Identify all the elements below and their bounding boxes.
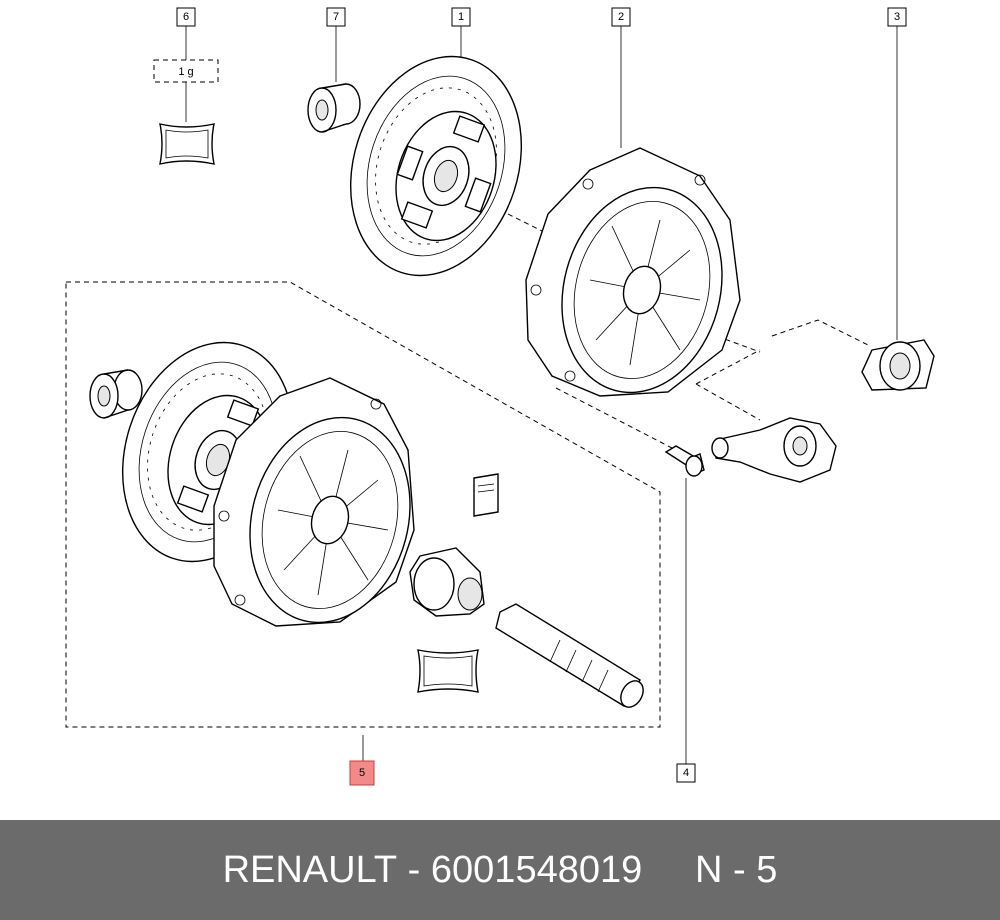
grease-sachet-kit xyxy=(417,649,479,693)
callout-7: 7 xyxy=(326,7,346,27)
svg-text:7: 7 xyxy=(333,11,339,23)
alignment-shaft xyxy=(495,603,644,708)
release-fork-assembly xyxy=(711,417,837,483)
kit-boundary xyxy=(65,281,661,728)
footer-gap xyxy=(642,849,695,892)
parts-diagram: 1 g xyxy=(65,7,935,786)
reference-label: N - 5 xyxy=(695,848,778,891)
svg-text:1: 1 xyxy=(458,11,464,23)
svg-text:6: 6 xyxy=(183,11,189,23)
spacer-ring-kit xyxy=(89,369,143,419)
footer-bar: RENAULT - 6001548019 N - 5 xyxy=(0,820,1000,920)
callout-1: 1 xyxy=(451,7,471,27)
release-bearing-kit xyxy=(409,547,485,617)
bolt xyxy=(664,445,705,477)
grease-qty-label: 1 g xyxy=(178,66,193,78)
callout-6: 6 xyxy=(176,7,196,27)
svg-text:5: 5 xyxy=(359,767,365,779)
part-number: 6001548019 xyxy=(430,848,643,891)
footer-separator: - xyxy=(397,848,431,891)
pressure-plate-kit xyxy=(213,377,415,627)
grease-sachet: 1 g xyxy=(153,59,219,165)
callout-2: 2 xyxy=(611,7,631,27)
brand-name: RENAULT xyxy=(222,848,398,891)
spacer-ring-top xyxy=(307,83,361,133)
instruction-booklet xyxy=(473,473,499,517)
svg-text:4: 4 xyxy=(683,767,689,779)
pressure-plate-top xyxy=(525,147,741,397)
svg-text:3: 3 xyxy=(894,11,900,23)
callout-3: 3 xyxy=(887,7,907,27)
clutch-disc-top xyxy=(349,55,523,277)
callout-5-highlighted: 5 xyxy=(349,760,375,786)
leader-lines xyxy=(185,26,898,764)
svg-text:2: 2 xyxy=(618,11,624,23)
release-bearing xyxy=(861,339,935,391)
callout-4: 4 xyxy=(676,763,696,783)
